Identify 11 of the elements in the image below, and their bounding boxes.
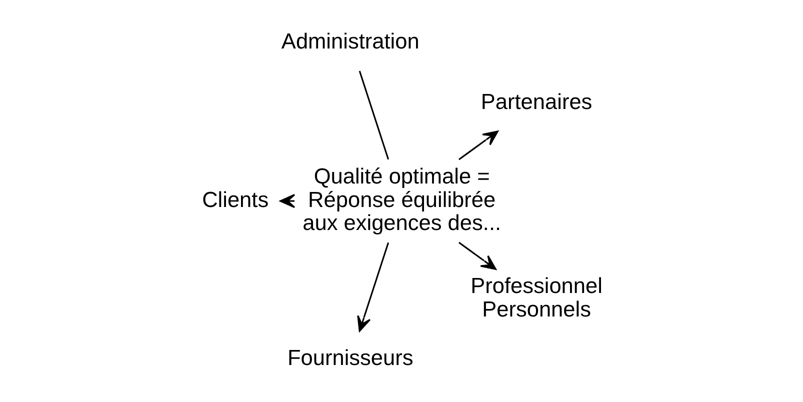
node-text: Clients [202,186,269,212]
arrow [458,242,496,270]
arrow [280,194,296,208]
connector [358,70,390,160]
node-text: Administration [281,28,420,54]
node-text: Partenaires [480,88,592,114]
arrow [458,130,498,160]
node-text: Qualité optimale = Réponse équilibrée aux exigences des... [302,163,502,236]
arrow [357,242,390,332]
node-text: Professionnel Personnels [470,272,602,322]
node-text: Fournisseurs [287,345,414,370]
